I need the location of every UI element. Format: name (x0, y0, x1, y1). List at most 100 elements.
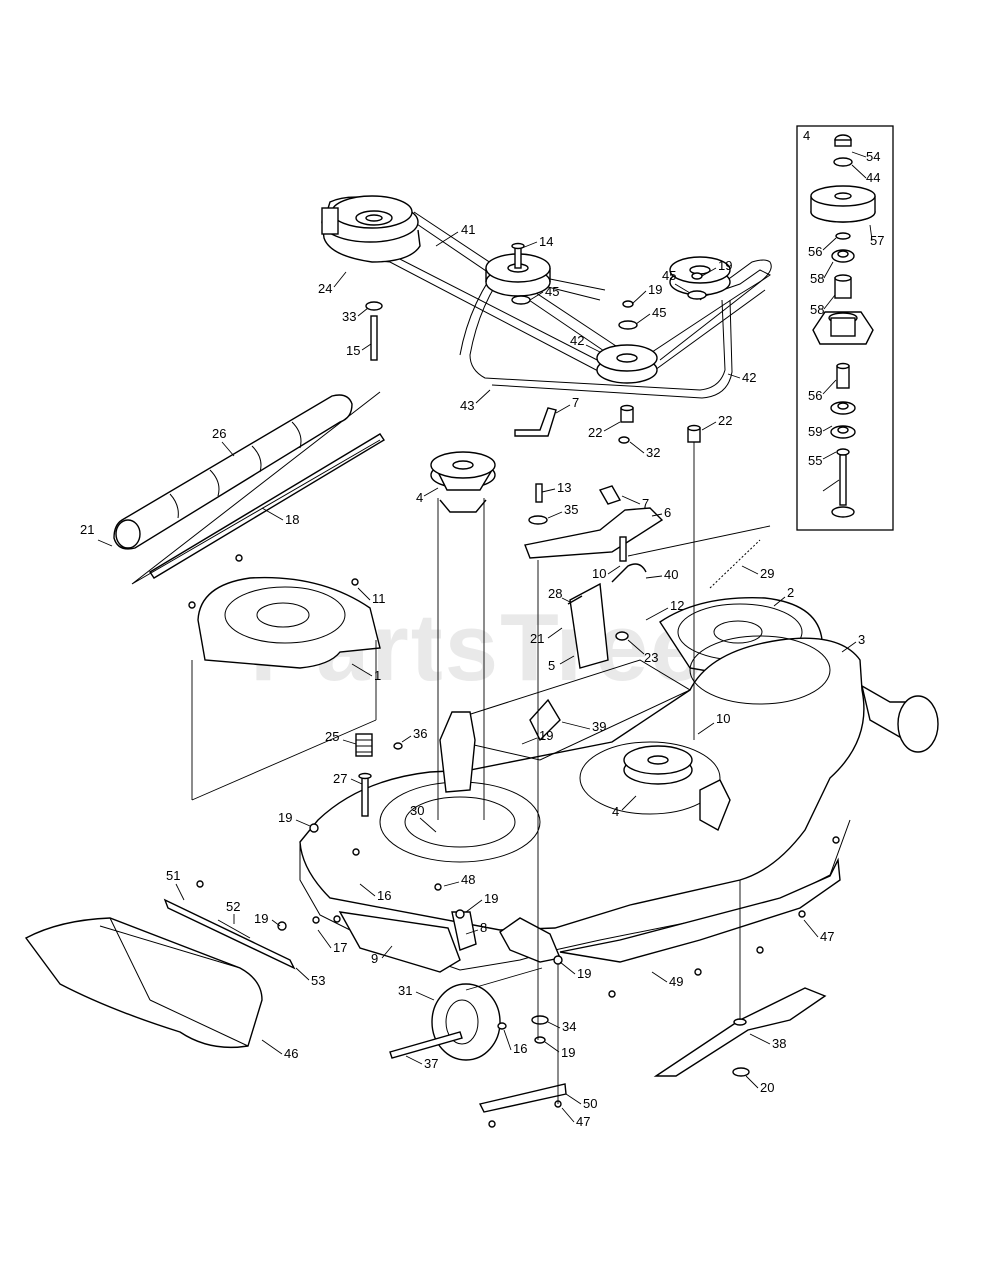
bolt-16b (497, 1022, 507, 1030)
callout-19g: 19 (577, 966, 591, 981)
reference-lines (191, 442, 771, 1104)
spindle-pulley-4-lower (623, 745, 693, 785)
inset-bearing-3 (830, 425, 856, 439)
inset-spacer (835, 232, 851, 240)
washer-45c (687, 290, 707, 300)
callout-21b: 21 (530, 631, 544, 646)
blade-38 (653, 987, 827, 1077)
spring-25 (355, 733, 373, 757)
clip-39 (529, 698, 561, 742)
callout-3: 3 (858, 632, 865, 647)
nut-19h (534, 1036, 546, 1044)
pin-40 (611, 563, 647, 583)
callout-17: 17 (333, 940, 347, 955)
callout-28: 28 (548, 586, 562, 601)
callout-9: 9 (371, 951, 378, 966)
callout-25: 25 (325, 729, 339, 744)
callout-44: 57 (870, 233, 884, 248)
bolt-27 (358, 772, 372, 817)
callout-39: 39 (592, 719, 606, 734)
mower-deck-3 (299, 635, 865, 971)
inset-spindle-shaft (831, 454, 855, 518)
callout-33: 33 (342, 309, 356, 324)
bushing-22b (687, 424, 701, 443)
callout-15: 15 (346, 343, 360, 358)
callout-40: 40 (664, 567, 678, 582)
idler-pulley-42b (669, 256, 731, 296)
callout-45a: 45 (545, 284, 559, 299)
callout-19f: 19 (254, 911, 268, 926)
callout-47b: 47 (576, 1114, 590, 1129)
callout-50: 50 (583, 1096, 597, 1111)
inset-nut (834, 134, 852, 147)
inset-washer-2 (836, 448, 850, 456)
discharge-chute-46 (24, 917, 263, 1049)
callout-2: 2 (787, 585, 794, 600)
callout-6: 6 (664, 505, 671, 520)
bolt-37 (389, 1031, 463, 1059)
callout-42a: 42 (570, 333, 584, 348)
callout-57: 56 (808, 244, 822, 259)
nut-32 (618, 436, 630, 444)
callout-4a: 4 (416, 490, 423, 505)
spindle-inset: 4 (796, 125, 894, 531)
lift-bracket-5 (569, 582, 609, 669)
pin-10a (619, 536, 627, 562)
callout-36: 36 (413, 726, 427, 741)
baffle-roller-26 (113, 394, 353, 550)
callout-37: 37 (424, 1056, 438, 1071)
callout-29: 29 (760, 566, 774, 581)
bolt-15 (370, 315, 378, 361)
callout-24: 24 (318, 281, 332, 296)
callout-45c: 45 (662, 268, 676, 283)
callout-11: 11 (372, 591, 386, 606)
callout-34: 34 (562, 1019, 576, 1034)
deck-belt (459, 257, 733, 399)
callout-53: 53 (311, 973, 325, 988)
callout-59: 55 (808, 453, 822, 468)
spring-29 (709, 539, 761, 589)
callout-35: 35 (564, 502, 578, 517)
deck-hanger-left (439, 711, 476, 793)
callout-54: 44 (866, 170, 880, 185)
callout-5: 5 (548, 658, 555, 673)
washer-35 (528, 515, 548, 525)
callout-42b: 42 (742, 370, 756, 385)
bolt-13 (535, 483, 543, 503)
washer-33 (365, 301, 383, 311)
callout-45b: 45 (652, 305, 666, 320)
inset-spacer-tube (834, 274, 852, 299)
callout-41: 41 (461, 222, 475, 237)
bracket-7b (598, 485, 622, 505)
clutch-pulley-24 (321, 195, 421, 263)
deck-bracket-right (699, 779, 731, 831)
inset-bearing-2 (830, 401, 856, 415)
bolt-14 (511, 242, 525, 269)
callout-51: 51 (166, 868, 180, 883)
callout-30: 30 (410, 803, 424, 818)
callout-58b: 56 (808, 388, 822, 403)
callout-49: 49 (669, 974, 683, 989)
callout-7a: 7 (572, 395, 579, 410)
callout-47a: 47 (820, 929, 834, 944)
callout-14: 14 (539, 234, 553, 249)
hardware-dots (188, 554, 840, 1128)
callout-8: 8 (480, 920, 487, 935)
idler-arm-6 (524, 507, 664, 559)
callout-7b: 7 (642, 496, 649, 511)
spring-28 (567, 595, 583, 605)
bracket-7a (514, 407, 557, 437)
callout-43: 43 (460, 398, 474, 413)
callout-21a: 21 (80, 522, 94, 537)
nut-23 (615, 631, 629, 641)
callout-22a: 22 (588, 425, 602, 440)
inset-washer (833, 157, 853, 167)
nut-19a (622, 300, 634, 308)
inset-bearing (831, 249, 855, 263)
callout-46: 46 (284, 1046, 298, 1061)
callout-10b: 10 (716, 711, 730, 726)
callout-20a: 20 (760, 1080, 774, 1095)
callout-4b: 4 (612, 804, 619, 819)
idler-pulley-42a (596, 344, 658, 384)
callout-48: 48 (461, 872, 475, 887)
